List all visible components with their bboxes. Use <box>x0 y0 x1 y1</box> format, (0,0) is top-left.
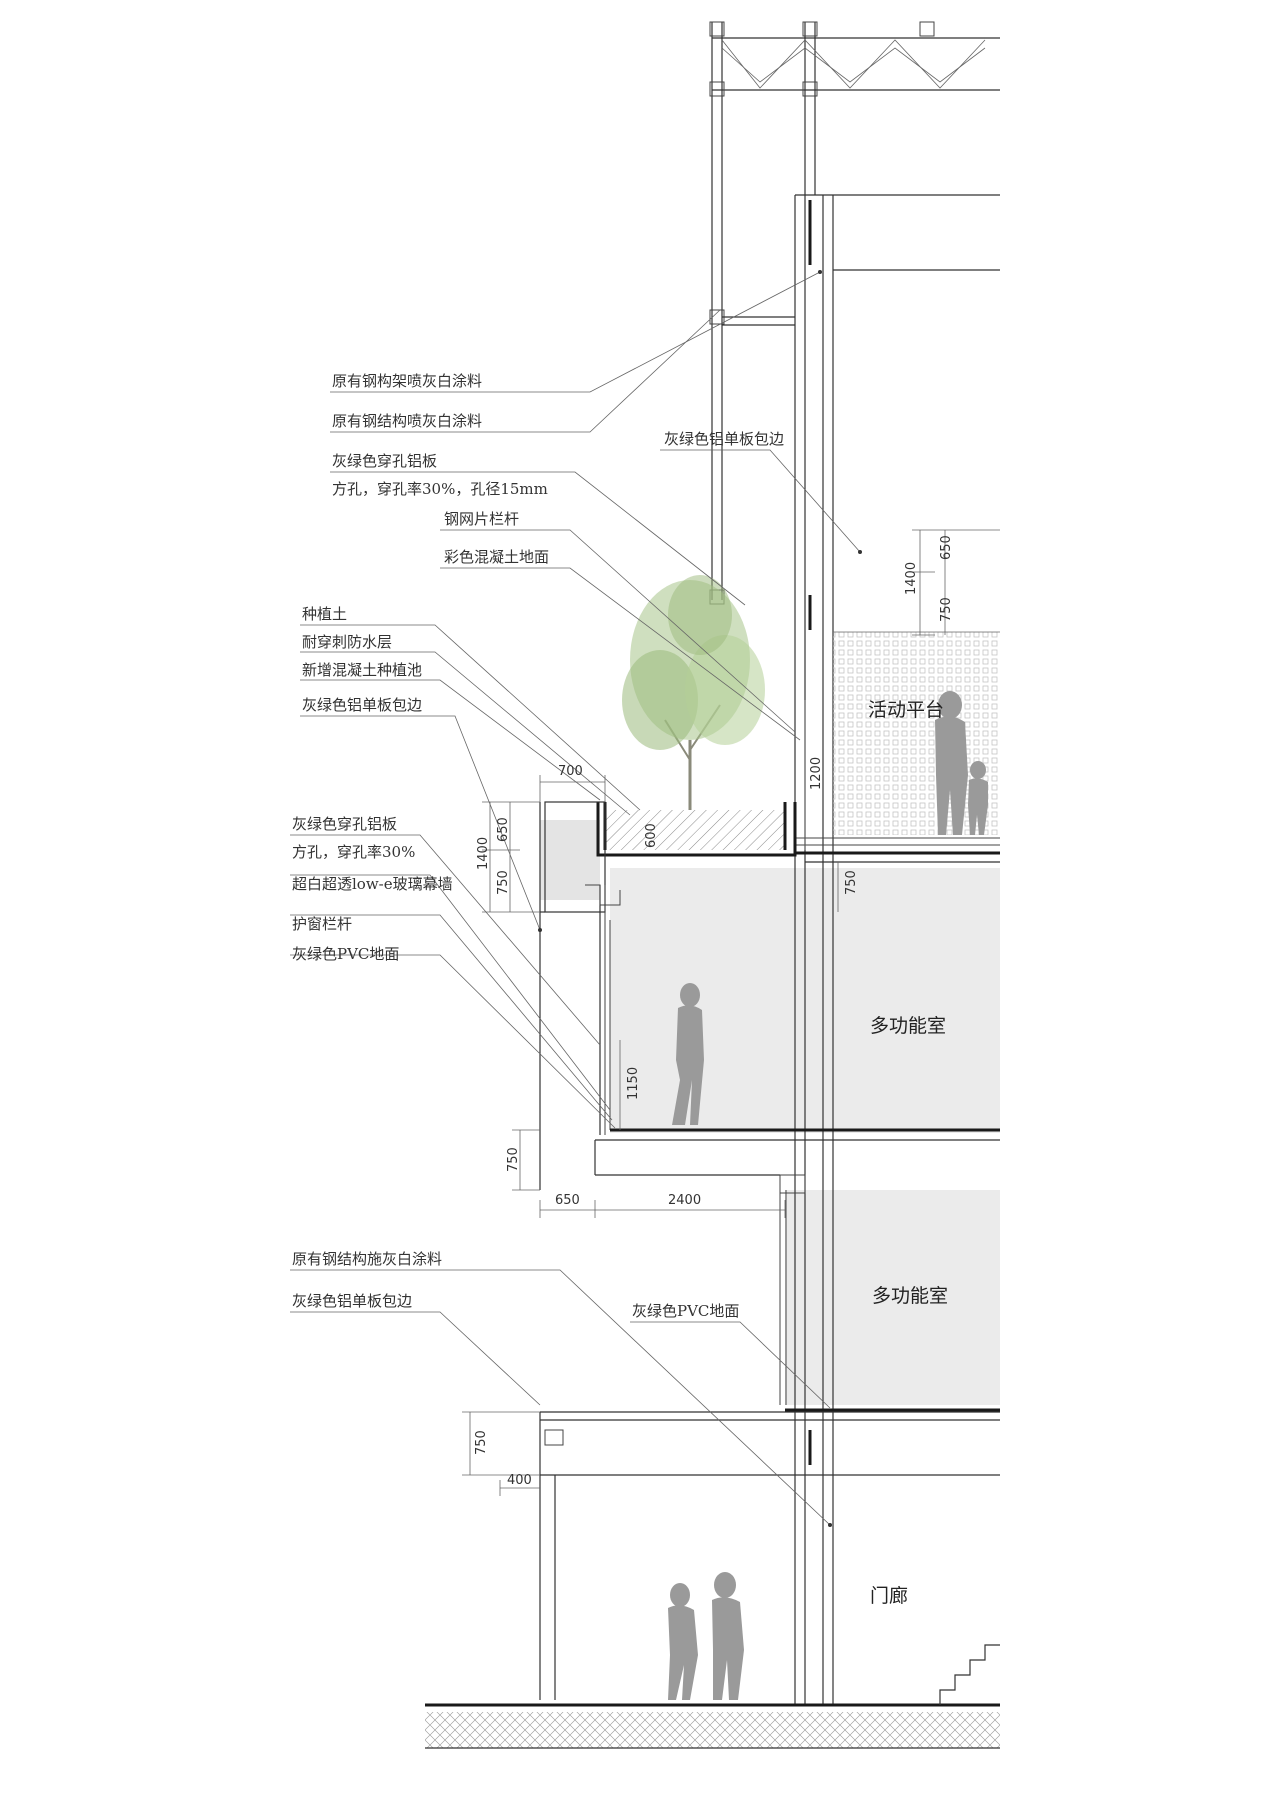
main-columns <box>794 194 1000 1705</box>
dim-650-mid: 650 <box>496 817 511 842</box>
figure-couple-porch <box>668 1572 744 1700</box>
label-new-concrete-planter: 新增混凝土种植池 <box>302 661 422 679</box>
label-perforated-alu-top-spec: 方孔，穿孔率30%，孔径15mm <box>332 480 548 498</box>
tree <box>622 575 765 810</box>
room-label-multi-2: 多功能室 <box>872 1285 948 1307</box>
label-alu-edge-planter: 灰绿色铝单板包边 <box>302 696 422 714</box>
steel-truss <box>709 21 1000 605</box>
label-low-e-curtain-wall: 超白超透low-e玻璃幕墙 <box>292 875 453 893</box>
room-label-platform: 活动平台 <box>868 699 944 721</box>
planting-soil <box>605 810 785 850</box>
multi-room-2-fill <box>785 1190 1000 1405</box>
dim-750-mid: 750 <box>496 870 511 895</box>
dimension-labels: 650 1400 750 1200 700 600 650 1400 750 7… <box>474 535 954 1488</box>
label-steel-mesh-railing: 钢网片栏杆 <box>444 510 519 528</box>
figure-adult-platform <box>935 691 968 835</box>
dim-600: 600 <box>644 823 659 848</box>
dim-700: 700 <box>558 764 583 779</box>
room-label-multi-1: 多功能室 <box>870 1015 946 1037</box>
label-waterproof-layer: 耐穿刺防水层 <box>302 633 392 651</box>
canopy-band-fill <box>540 820 600 900</box>
figure-adult-multi-room <box>672 983 704 1125</box>
dim-1400-mid: 1400 <box>476 837 491 870</box>
dim-650-bottom: 650 <box>555 1193 580 1208</box>
label-existing-steel-frame: 原有钢构架喷灰白涂料 <box>332 372 482 390</box>
dim-650-top: 650 <box>939 535 954 560</box>
dimension-lines <box>462 529 1000 1496</box>
label-perforated-alu-top: 灰绿色穿孔铝板 <box>332 452 437 470</box>
label-window-guard-rail: 护窗栏杆 <box>292 915 352 933</box>
dim-750-low: 750 <box>506 1147 521 1172</box>
annotation-leaders <box>290 270 862 1527</box>
curtain-wall <box>539 920 1000 1700</box>
label-perforated-alu-mid: 灰绿色穿孔铝板 <box>292 815 397 833</box>
label-planting-soil: 种植土 <box>302 605 347 623</box>
ground <box>425 1644 1000 1749</box>
dim-750-slab: 750 <box>844 870 859 895</box>
figure-child-platform <box>968 761 988 835</box>
dim-750-top: 750 <box>939 597 954 622</box>
room-label-porch: 门廊 <box>870 1585 908 1607</box>
label-perforated-alu-mid-spec: 方孔，穿孔率30% <box>292 843 415 861</box>
label-alu-edge-canopy: 灰绿色铝单板包边 <box>292 1292 412 1310</box>
label-existing-steel-structure: 原有钢结构喷灰白涂料 <box>332 412 482 430</box>
planter <box>539 801 797 1190</box>
ground-hatch <box>425 1712 1000 1748</box>
room-fills <box>540 820 1000 1405</box>
annotation-labels: 原有钢构架喷灰白涂料 原有钢结构喷灰白涂料 灰绿色穿孔铝板 方孔，穿孔率30%，… <box>292 372 784 1320</box>
label-pvc-floor-upper: 灰绿色PVC地面 <box>292 945 399 963</box>
dim-400: 400 <box>507 1473 532 1488</box>
dim-1150: 1150 <box>626 1067 641 1100</box>
roof-platform <box>795 631 1000 863</box>
dim-750-canopy: 750 <box>474 1430 489 1455</box>
label-alu-edge-upper: 灰绿色铝单板包边 <box>664 430 784 448</box>
label-existing-steel-paint: 原有钢结构施灰白涂料 <box>292 1250 442 1268</box>
label-colored-concrete-floor: 彩色混凝土地面 <box>444 548 549 566</box>
dim-2400: 2400 <box>668 1193 701 1208</box>
dim-1400-top: 1400 <box>904 562 919 595</box>
dim-1200: 1200 <box>809 757 824 790</box>
label-pvc-floor-lower: 灰绿色PVC地面 <box>632 1302 739 1320</box>
